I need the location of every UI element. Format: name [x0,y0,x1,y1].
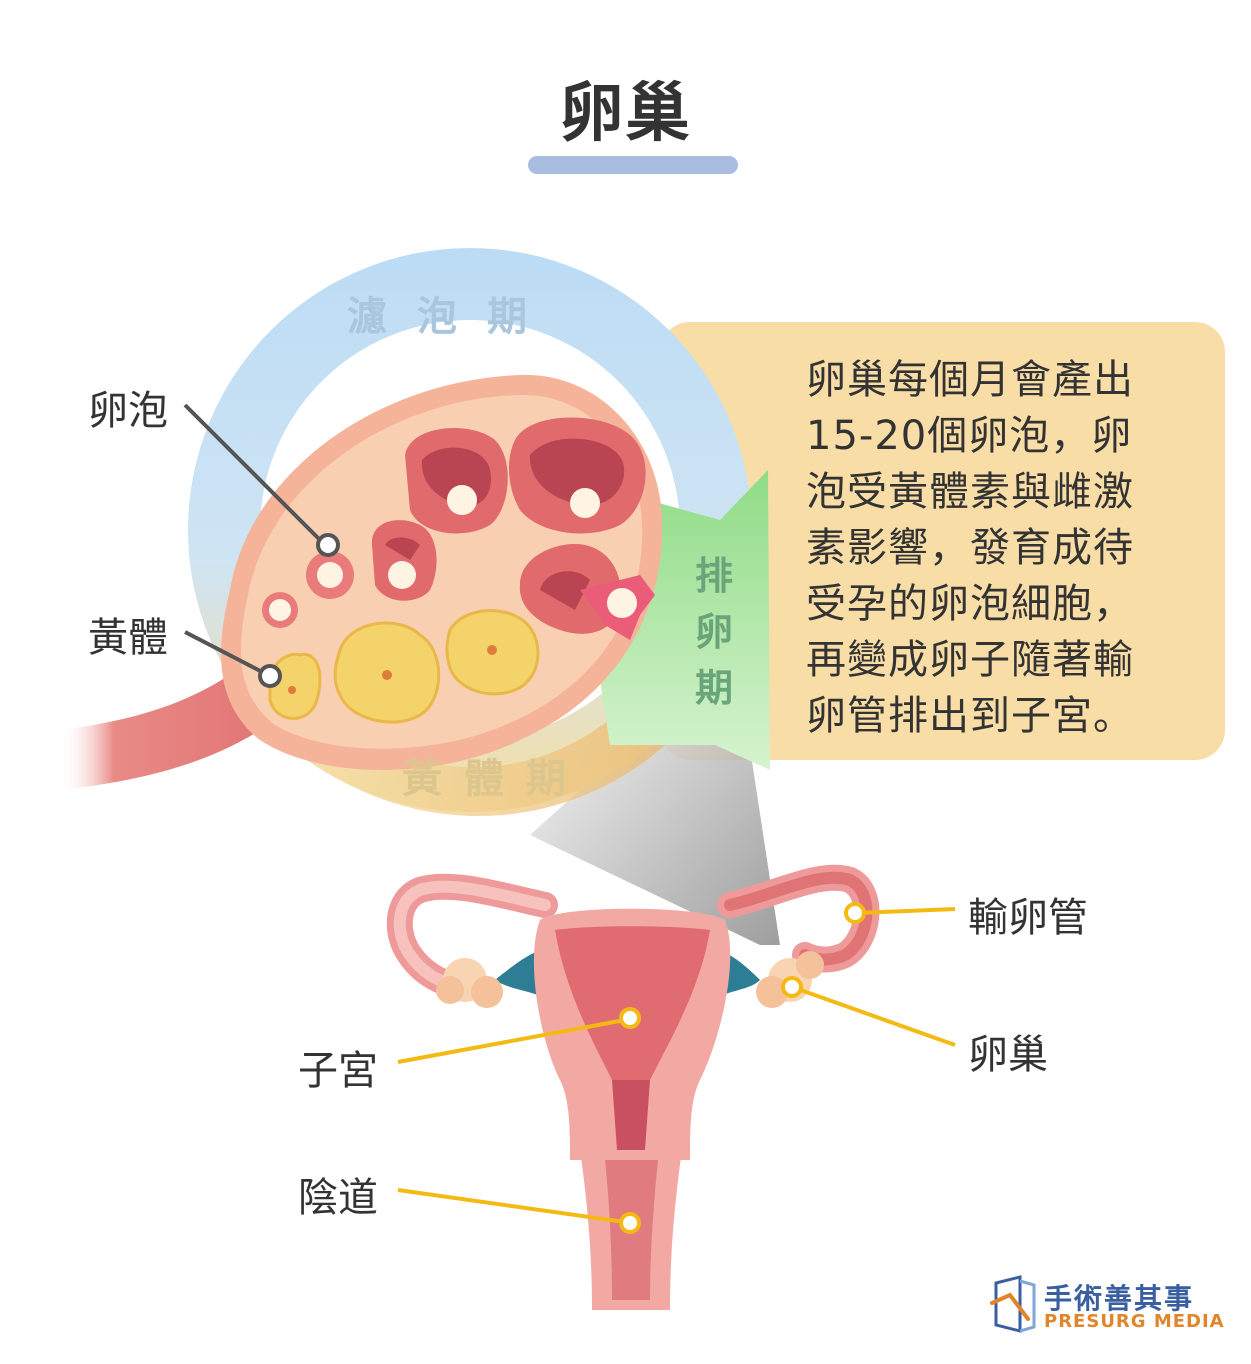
description-line: 素影響，發育成待 [806,525,1134,571]
brand-name-cn: 手術善其事 [1044,1282,1195,1315]
label-corpus-luteum: 黃體 [88,615,168,661]
label-follicle: 卵泡 [88,388,168,434]
description-line: 卵巢每個月會產出 [806,357,1134,403]
description-text: 卵巢每個月會產出 15-20個卵泡，卵 泡受黃體素與雌激 素影響，發育成待 受孕… [806,352,1196,744]
title-underline [528,156,738,174]
zoom-tube [60,660,275,790]
uterus-pointer [619,1007,641,1029]
info-box [660,322,1225,760]
ovary-pointer [781,976,803,998]
follicles [262,417,655,640]
description-line: 受孕的卵泡細胞， [806,581,1134,627]
corpus-luteum [267,609,540,724]
phase-follicular: 濾泡期 [347,294,557,340]
label-fallopian-tube: 輸卵管 [968,895,1088,941]
label-vagina: 陰道 [298,1175,378,1221]
luteal-ring-segment [250,670,690,817]
description-line: 再變成卵子隨著輸 [806,637,1134,683]
phase-ovulation: 排卵期 [694,554,733,710]
uterus-anatomy [386,864,880,1310]
label-ovary: 卵巢 [968,1032,1048,1078]
brand-logo: 手術善其事 PRESURG MEDIA [990,1275,1224,1335]
description-line: 泡受黃體素與雌激 [806,469,1134,515]
description-line: 卵管排出到子宮。 [806,693,1134,739]
corpus-luteum-pointer [258,664,282,688]
brand-name-en: PRESURG MEDIA [1044,1311,1225,1332]
label-uterus: 子宮 [298,1048,378,1094]
description-line: 15-20個卵泡，卵 [806,413,1133,459]
follicle-pointer [316,533,340,557]
vagina-pointer [619,1212,641,1234]
phase-luteal: 黃體期 [402,756,588,802]
page-title: 卵巢 [559,77,692,151]
brand-mark-icon [990,1275,1036,1333]
fallopian-tube-pointer [844,902,866,924]
